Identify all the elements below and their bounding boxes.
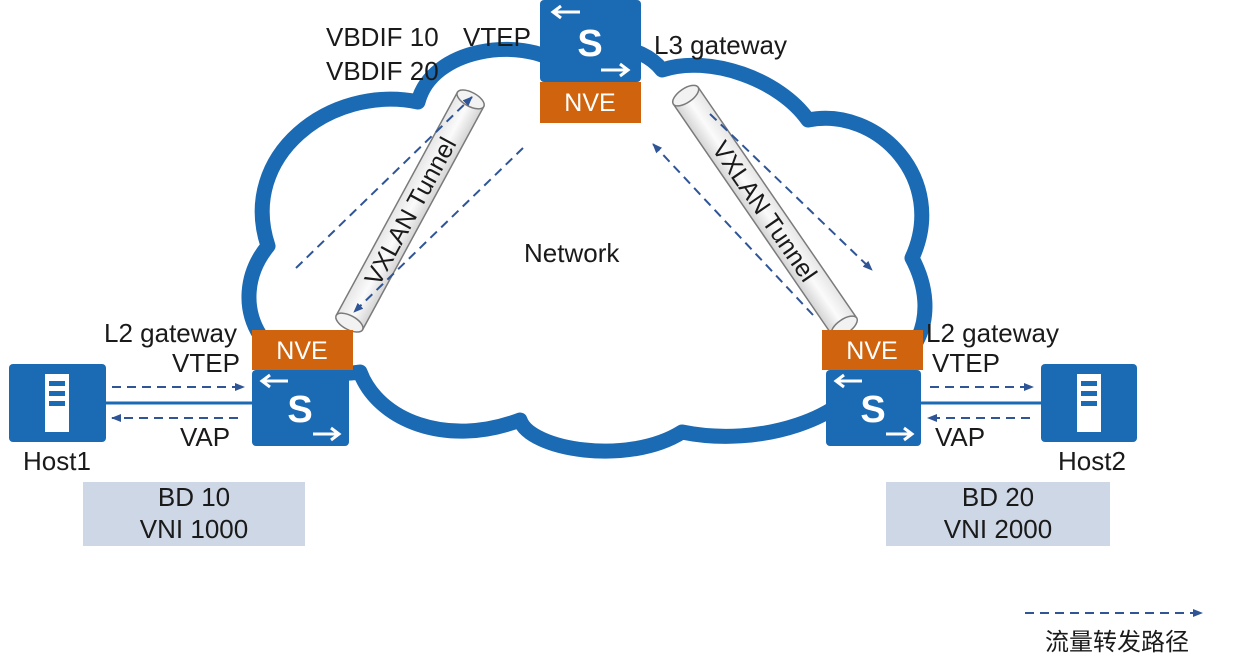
bd-box-bg [886, 482, 1110, 546]
flow-arrow-left-up [295, 96, 473, 269]
vap-label-left: VAP [180, 422, 230, 452]
bd-box-left: BD 10 VNI 1000 [83, 482, 305, 546]
switch-icon [540, 0, 641, 82]
switch-letter: S [287, 389, 312, 431]
flow-arrow-right-up [652, 143, 814, 316]
bd-10-label: BD 10 [158, 482, 230, 512]
bd-box-bg [83, 482, 305, 546]
bd-20-label: BD 20 [962, 482, 1034, 512]
nve-label: NVE [276, 337, 327, 365]
vbdif-20-label: VBDIF 20 [326, 56, 439, 86]
bd-box-right: BD 20 VNI 2000 [886, 482, 1110, 546]
switch-arrow-left [833, 373, 862, 389]
switch-arrow-right [313, 426, 342, 442]
nve-box [822, 330, 923, 370]
flow-arrow-left-down [353, 147, 524, 313]
vni-1000-label: VNI 1000 [140, 514, 248, 544]
network-label: Network [524, 238, 620, 268]
switch-letter: S [577, 23, 602, 65]
l2-gateway-label-right: L2 gateway [926, 318, 1059, 348]
server-slot [49, 401, 65, 406]
flow-arrow-right-down [709, 113, 873, 271]
vtep-label-right: VTEP [932, 348, 1000, 378]
switch-arrow-left [259, 373, 288, 389]
switch-arrow-right [886, 426, 915, 442]
l2-gateway-label-left: L2 gateway [104, 318, 237, 348]
vtep-label-top: VTEP [463, 22, 531, 52]
vni-2000-label: VNI 2000 [944, 514, 1052, 544]
nve-label: NVE [846, 337, 897, 365]
vtep-label-left: VTEP [172, 348, 240, 378]
server-slot [1081, 391, 1097, 396]
left-l2-gateway-switch: NVE S [252, 330, 353, 446]
legend-label: 流量转发路径 [1045, 628, 1189, 656]
switch-icon [252, 370, 349, 446]
host1 [9, 364, 106, 442]
host2 [1041, 364, 1137, 442]
switch-arrow-left [550, 4, 580, 20]
switch-letter: S [860, 389, 885, 431]
switch-icon [826, 370, 921, 446]
server-slot [49, 381, 65, 386]
host1-label: Host1 [23, 446, 91, 476]
nve-box [252, 330, 353, 370]
server-slot [1081, 401, 1097, 406]
nve-label: NVE [564, 89, 615, 117]
switch-arrow-right [601, 62, 631, 78]
nve-box [540, 82, 641, 123]
server-slot [49, 391, 65, 396]
server-slot [1081, 381, 1097, 386]
vbdif-10-label: VBDIF 10 [326, 22, 439, 52]
host2-label: Host2 [1058, 446, 1126, 476]
l3-gateway-label: L3 gateway [654, 30, 787, 60]
right-l2-gateway-switch: NVE S [822, 330, 923, 446]
vap-label-right: VAP [935, 422, 985, 452]
l3-gateway-switch: S NVE [540, 0, 641, 123]
